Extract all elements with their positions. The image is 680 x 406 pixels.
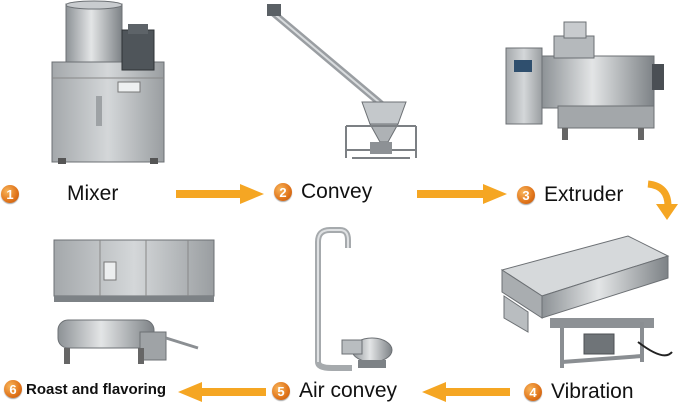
flow-arrow-left-icon — [178, 382, 266, 402]
step-label: Mixer — [67, 182, 119, 205]
step-number-badge: 6 — [4, 380, 22, 398]
extruder-machine-image — [505, 21, 664, 140]
screw-conveyor-image — [267, 4, 417, 159]
flow-arrow-left-icon — [422, 382, 510, 402]
step-number-badge: 3 — [517, 186, 535, 204]
step-number-badge: 4 — [524, 383, 542, 401]
step-2: 2 Convey — [274, 180, 372, 204]
step-1: 1 Mixer — [1, 182, 118, 206]
air-conveyor-image — [315, 227, 393, 371]
mixer-machine-image — [51, 0, 165, 164]
step-label: Extruder — [544, 183, 624, 206]
flow-arrow-curve-down-icon — [647, 180, 678, 220]
step-5: 5 Air convey — [272, 379, 397, 403]
step-number-badge: 1 — [1, 185, 19, 203]
step-number-badge: 5 — [272, 382, 290, 400]
step-label: Convey — [301, 180, 373, 203]
flow-arrow-right-icon — [417, 184, 507, 204]
step-label: Roast and flavoring — [26, 380, 167, 398]
step-6: 6 Roast and flavoring — [4, 380, 166, 398]
flow-arrow-right-icon — [176, 184, 264, 204]
step-4: 4 Vibration — [524, 380, 634, 404]
vibration-screen-image — [500, 235, 673, 368]
step-number-badge: 2 — [274, 183, 292, 201]
step-3: 3 Extruder — [517, 183, 623, 207]
step-label: Air convey — [299, 379, 398, 402]
step-label: Vibration — [551, 380, 634, 403]
roaster-flavoring-machine-image — [53, 239, 215, 364]
